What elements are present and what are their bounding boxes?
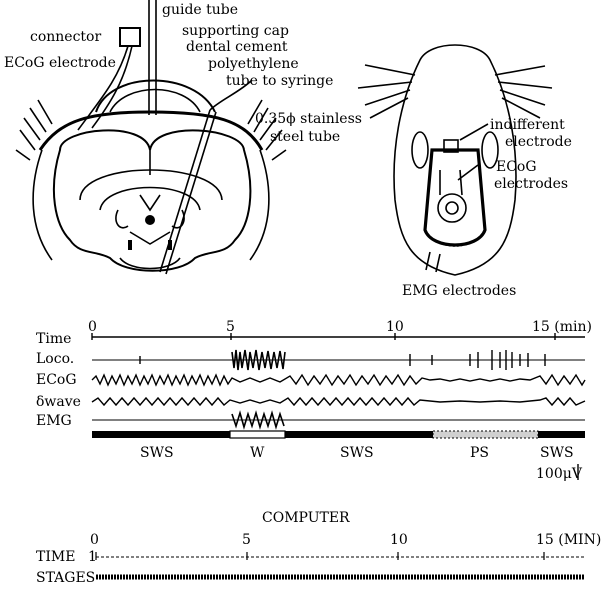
computer-tick-0: 0 (90, 533, 99, 547)
computer-title: COMPUTER (262, 511, 350, 525)
computer-tick-5: 5 (242, 533, 251, 547)
computer-time-label: TIME (36, 550, 75, 564)
computer-time-value: 1 (88, 550, 97, 564)
computer-stages-label: STAGES (36, 571, 95, 585)
computer-tick-15: 15 (MIN) (536, 533, 601, 547)
computer-tick-10: 10 (390, 533, 408, 547)
